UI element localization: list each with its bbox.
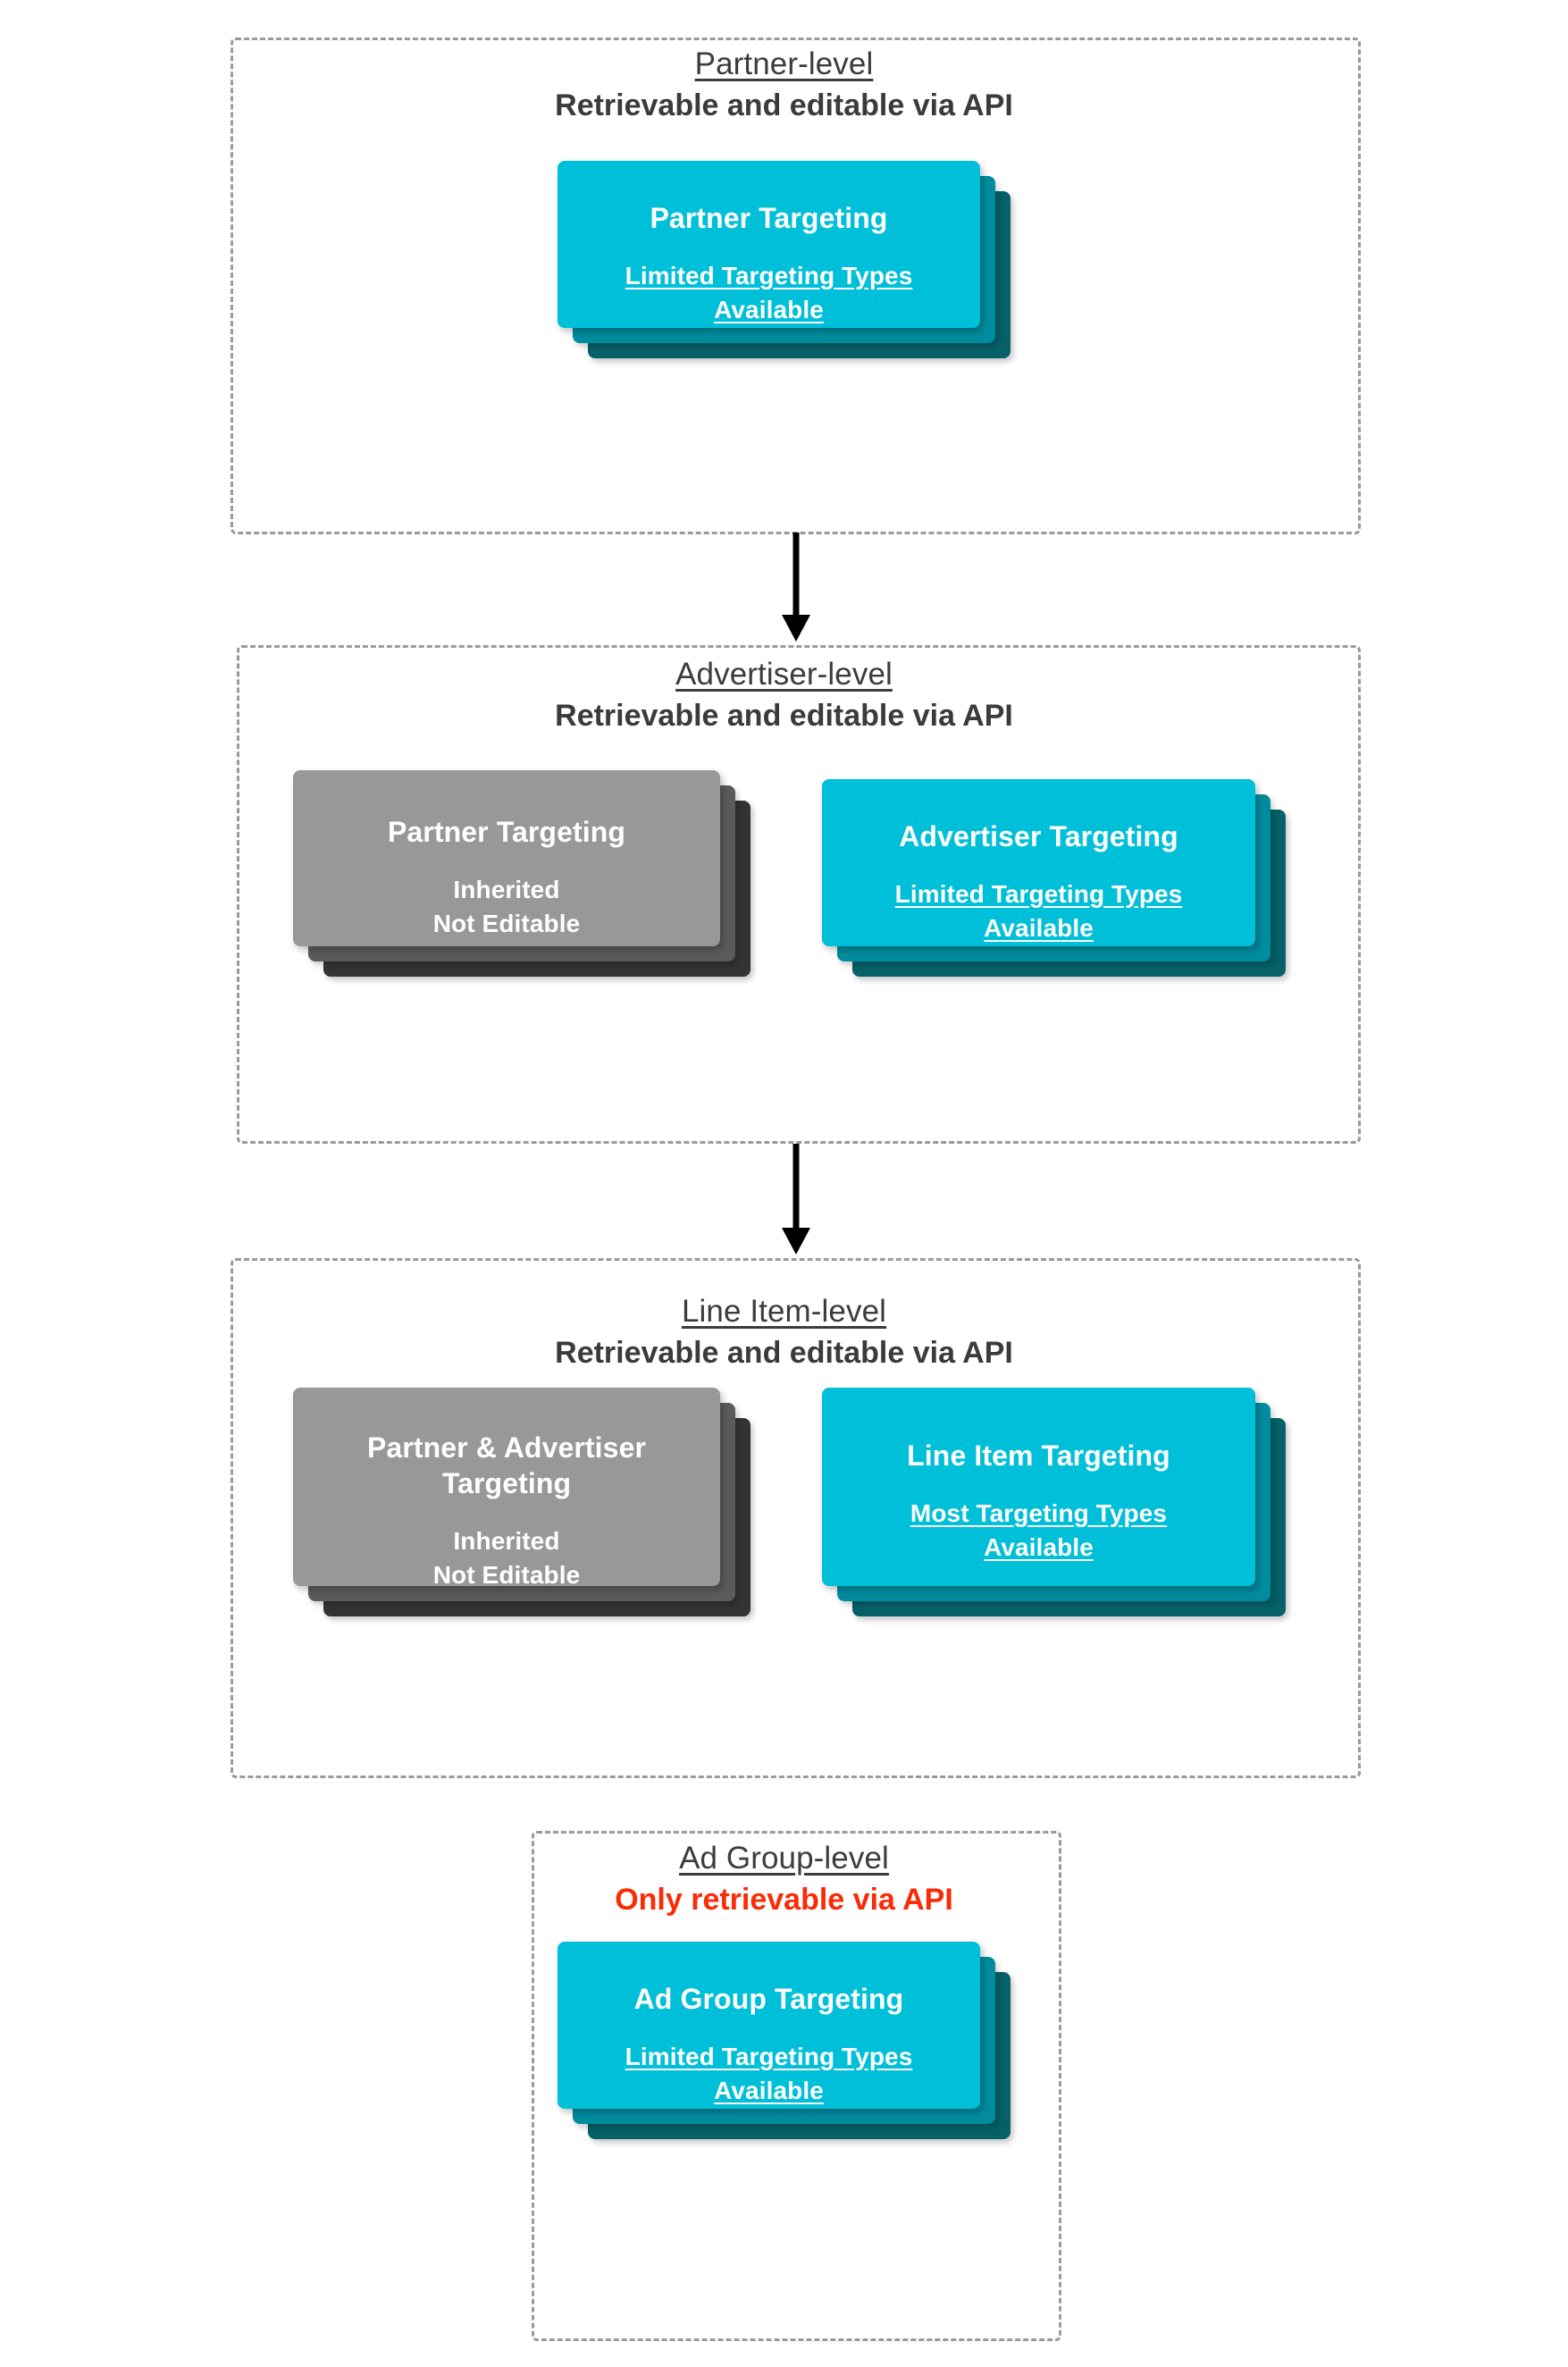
level-container-adgroup (532, 1831, 1061, 2341)
card-note-line-2: Not Editable (432, 910, 581, 937)
card-note-line-1: Limited Targeting Types (625, 2043, 913, 2070)
card-note: Limited Targeting Types Available (625, 259, 913, 327)
card-title-line-1: Partner & Advertiser (366, 1431, 647, 1464)
card-layer-front: Ad Group Targeting Limited Targeting Typ… (558, 1942, 980, 2109)
card-note: Limited Targeting Types Available (625, 2040, 913, 2108)
arrow-advertiser-to-lineitem-icon (776, 1144, 816, 1255)
card-note-line-2: Available (714, 2077, 824, 2104)
level-container-advertiser (237, 645, 1361, 1144)
arrow-partner-to-advertiser-icon (776, 533, 816, 642)
card-note-line-1: Limited Targeting Types (625, 262, 913, 290)
card-partner-targeting[interactable]: Partner Targeting Limited Targeting Type… (558, 161, 1010, 358)
card-advertiser-inherited-partner-targeting[interactable]: Partner Targeting Inherited Not Editable (293, 770, 750, 977)
level-container-lineitem (231, 1258, 1361, 1778)
card-layer-front: Partner Targeting Inherited Not Editable (293, 770, 720, 946)
card-note-line-1: Inherited (453, 876, 560, 903)
card-layer-front: Partner Targeting Limited Targeting Type… (558, 161, 980, 328)
card-note: Inherited Not Editable (433, 1524, 581, 1592)
card-title-line-2: Targeting (441, 1467, 572, 1499)
card-note: Most Targeting Types Available (910, 1497, 1167, 1565)
card-note-line-2: Available (984, 914, 1094, 942)
card-adgroup-targeting[interactable]: Ad Group Targeting Limited Targeting Typ… (558, 1942, 1010, 2139)
card-title: Line Item Targeting (907, 1440, 1170, 1472)
card-lineitem-targeting[interactable]: Line Item Targeting Most Targeting Types… (822, 1388, 1286, 1616)
card-layer-front: Advertiser Targeting Limited Targeting T… (822, 779, 1255, 946)
card-note-line-2: Not Editable (432, 1561, 581, 1589)
card-note: Limited Targeting Types Available (895, 877, 1183, 945)
card-note-line-1: Limited Targeting Types (894, 880, 1183, 908)
card-title: Partner Targeting (650, 202, 888, 234)
card-lineitem-inherited-partner-advertiser-targeting[interactable]: Partner & Advertiser Targeting Inherited… (293, 1388, 750, 1616)
card-note-line-1: Most Targeting Types (910, 1499, 1168, 1527)
card-title: Partner Targeting (387, 816, 626, 848)
card-advertiser-targeting[interactable]: Advertiser Targeting Limited Targeting T… (822, 779, 1286, 977)
card-layer-front: Line Item Targeting Most Targeting Types… (822, 1388, 1255, 1586)
card-layer-front: Partner & Advertiser Targeting Inherited… (293, 1388, 720, 1589)
card-title: Advertiser Targeting (899, 820, 1178, 852)
card-title: Partner & Advertiser Targeting (367, 1430, 646, 1501)
card-note-line-2: Available (714, 296, 824, 323)
card-note-line-1: Inherited (453, 1527, 560, 1555)
card-note: Inherited Not Editable (433, 873, 581, 941)
card-note-line-2: Available (984, 1533, 1094, 1561)
card-title: Ad Group Targeting (633, 1983, 904, 2015)
